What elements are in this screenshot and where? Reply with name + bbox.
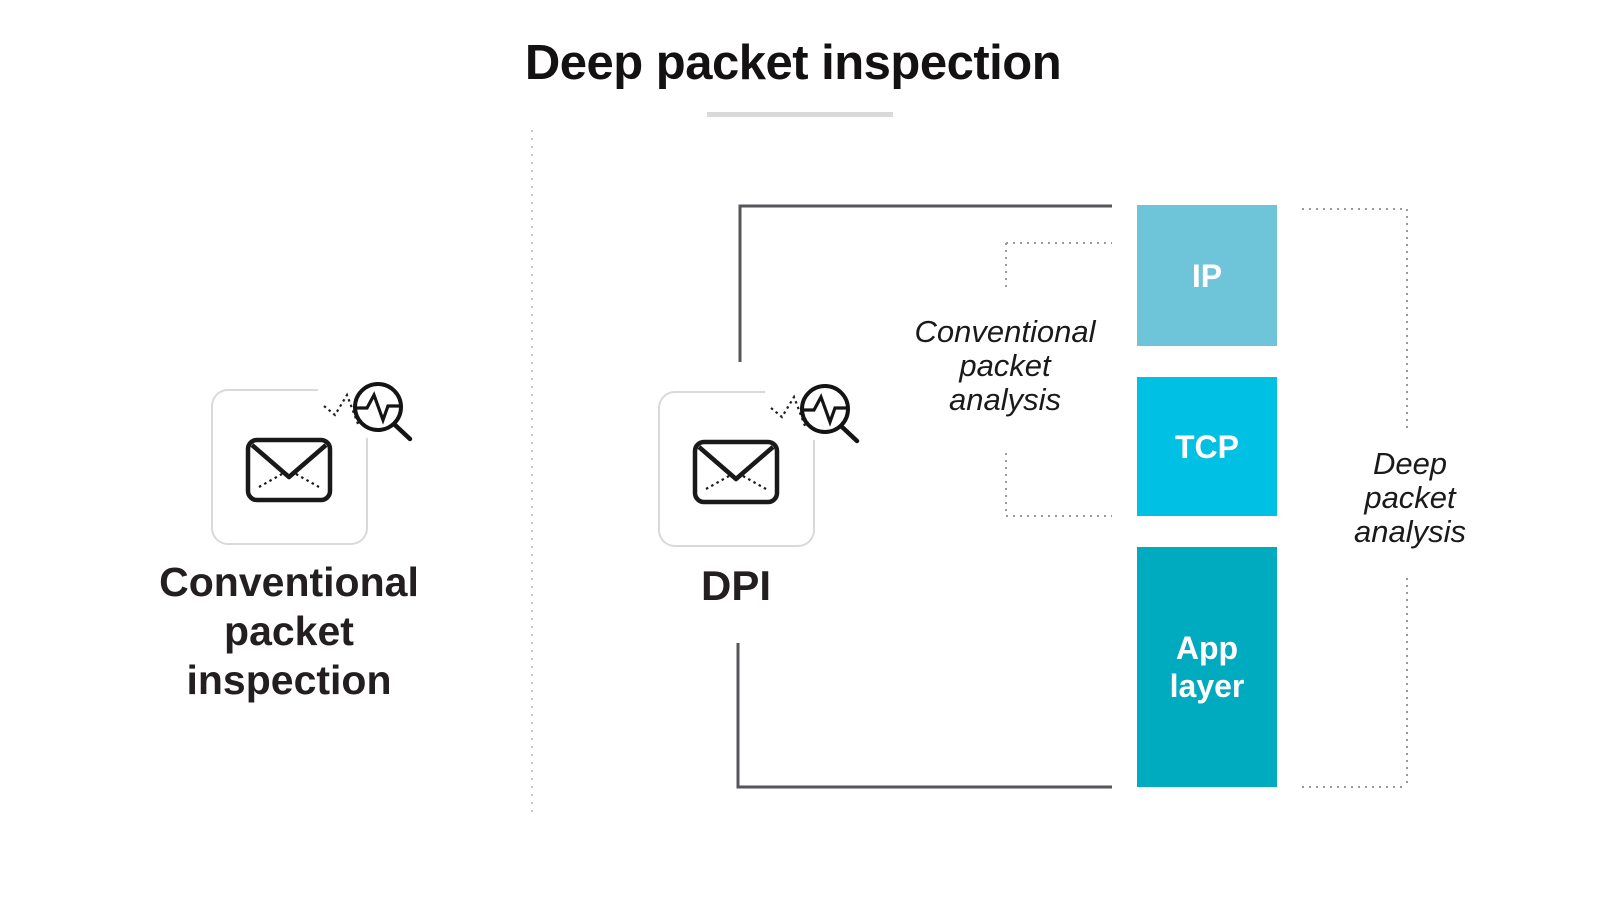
deep-analysis-dotted-bracket (1302, 208, 1408, 788)
envelope-analysis-magnifier-icon (211, 376, 440, 545)
conventional-packet-analysis-label: Conventional packet analysis (914, 314, 1096, 417)
layer-box-ip: IP (1137, 205, 1277, 346)
solid-bracket-top (738, 204, 1112, 362)
title-underline (707, 112, 893, 117)
conventional-analysis-dotted-bracket (1005, 242, 1112, 517)
layer-box-app-layer: App layer (1137, 547, 1277, 787)
magnifier-pulse-icon (800, 384, 860, 444)
dpi-label: DPI (700, 562, 771, 609)
magnifier-pulse-icon (353, 382, 413, 442)
envelope-icon (245, 437, 333, 503)
envelope-icon (692, 439, 780, 505)
page-title: Deep packet inspection (524, 36, 1062, 90)
layer-box-tcp: TCP (1137, 377, 1277, 516)
solid-bracket-bottom (736, 643, 1112, 789)
conventional-packet-inspection-label: Conventional packet inspection (159, 559, 419, 703)
deep-packet-analysis-label: Deep packet analysis (1354, 446, 1466, 549)
envelope-analysis-magnifier-icon (658, 378, 887, 547)
